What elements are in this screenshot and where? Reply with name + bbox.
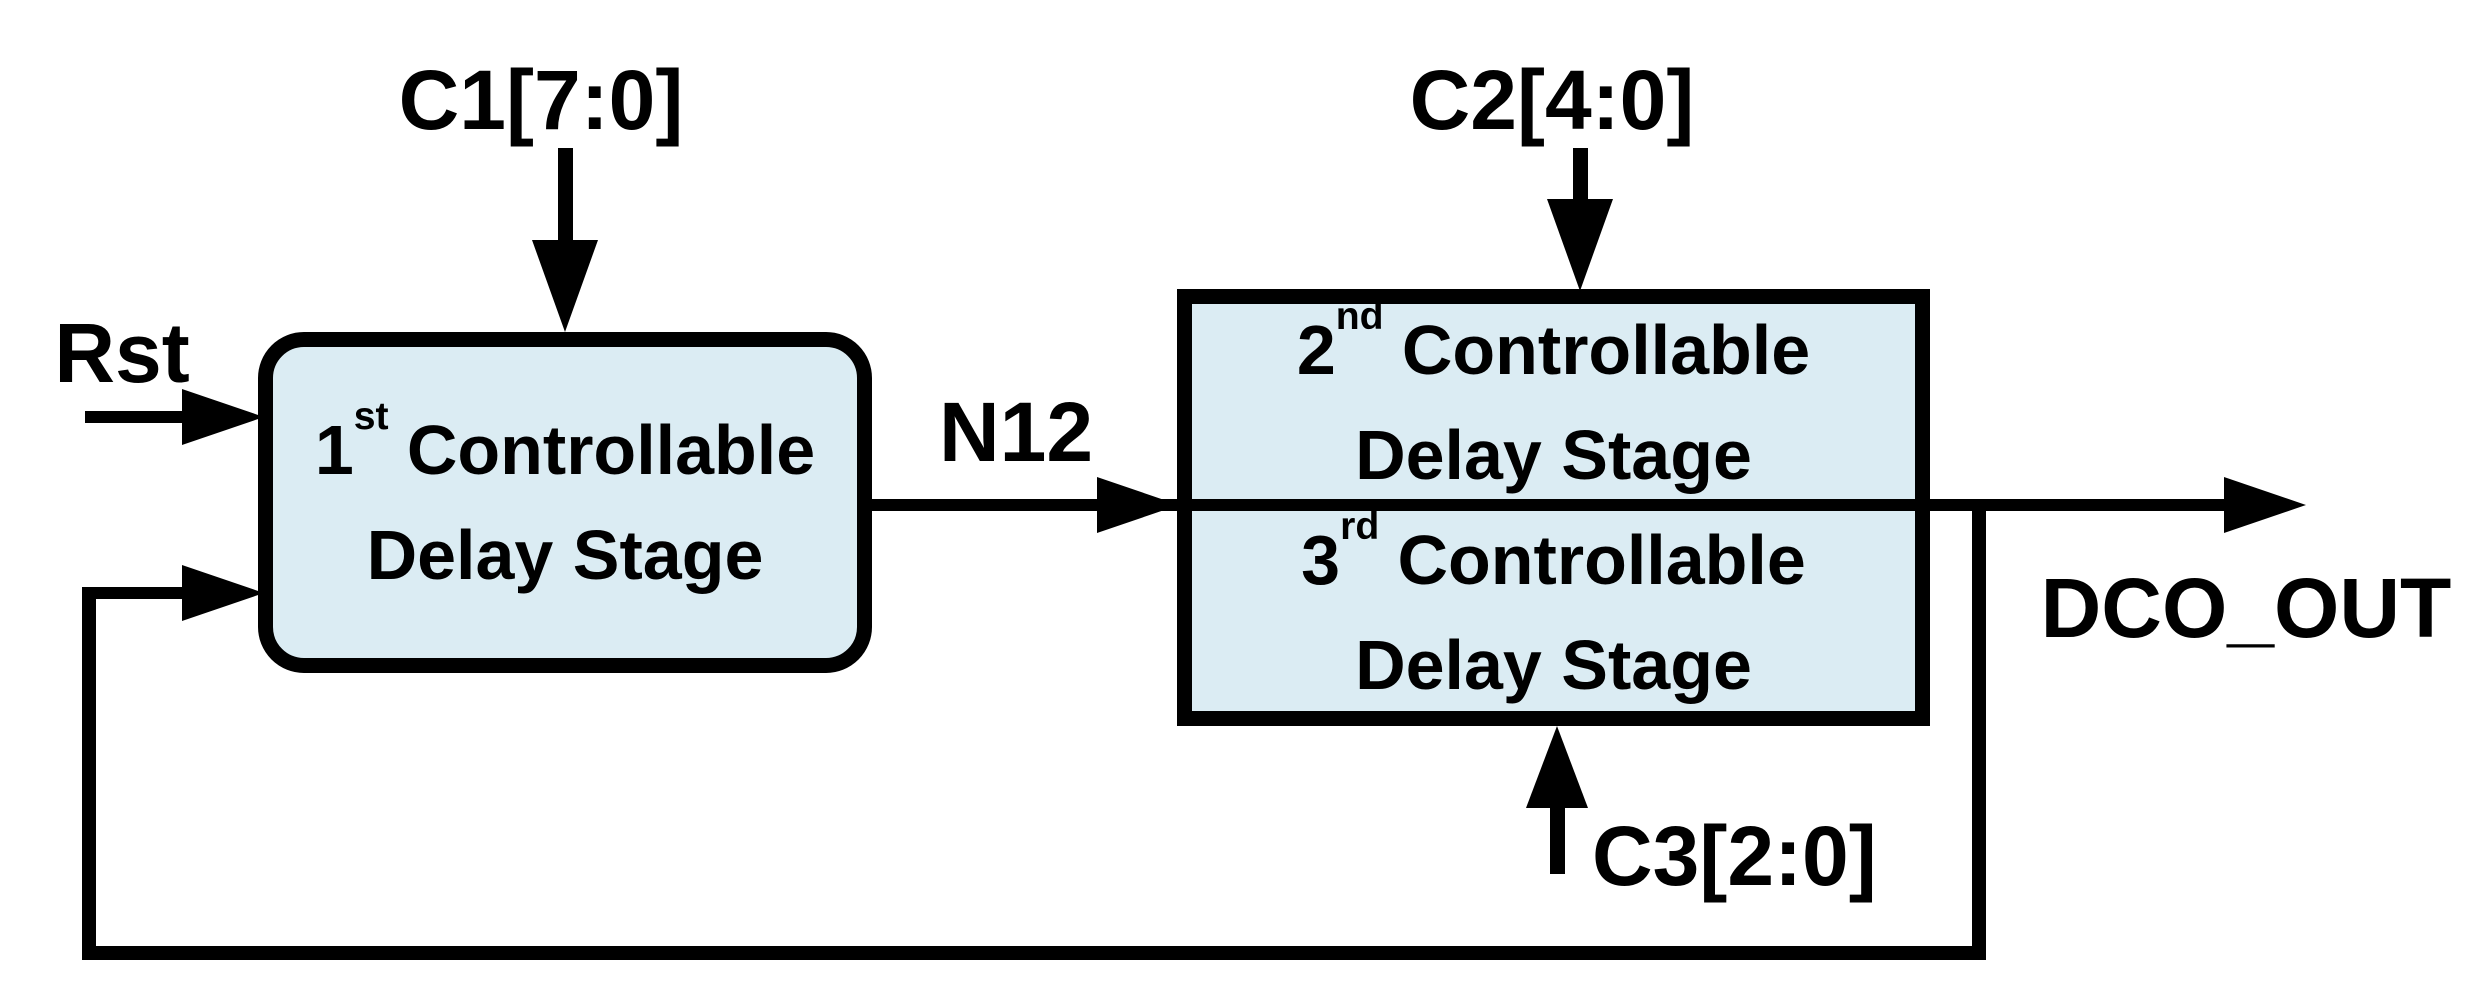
feedback-wire-left-riser	[82, 587, 96, 960]
c2-arrowhead-icon	[1547, 199, 1613, 291]
stage23-separator-line	[1177, 499, 1930, 511]
stage1-line2: Delay Stage	[366, 515, 764, 594]
feedback-input-arrowhead-icon	[182, 565, 264, 621]
feedback-wire-bottom-rail	[82, 946, 1986, 960]
rst-label: Rst	[54, 306, 190, 400]
stage3-ordinal: rd	[1340, 504, 1380, 548]
c1-arrowhead-icon	[532, 240, 598, 332]
stage2-line2: Delay Stage	[1355, 415, 1752, 494]
c2-bus-label: C2[4:0]	[1409, 53, 1695, 147]
rst-wire	[85, 411, 194, 423]
c3-bus-label: C3[2:0]	[1592, 809, 1877, 903]
dco-out-arrowhead-icon	[2224, 477, 2306, 533]
dco-out-label: DCO_OUT	[2040, 561, 2452, 655]
n12-arrowhead-icon	[1097, 477, 1179, 533]
feedback-wire-right-riser	[1972, 499, 1986, 960]
c3-wire	[1550, 798, 1565, 874]
rst-arrowhead-icon	[182, 389, 264, 445]
stage1-ordinal: st	[353, 394, 389, 438]
c3-arrowhead-icon	[1526, 726, 1588, 808]
c2-wire	[1573, 148, 1588, 206]
stage3-line2: Delay Stage	[1355, 625, 1752, 704]
c1-bus-label: C1[7:0]	[398, 53, 684, 147]
c1-wire	[558, 148, 573, 246]
feedback-input-wire	[88, 587, 194, 599]
n12-net-label: N12	[938, 385, 1094, 479]
stage2-ordinal: nd	[1335, 294, 1384, 338]
